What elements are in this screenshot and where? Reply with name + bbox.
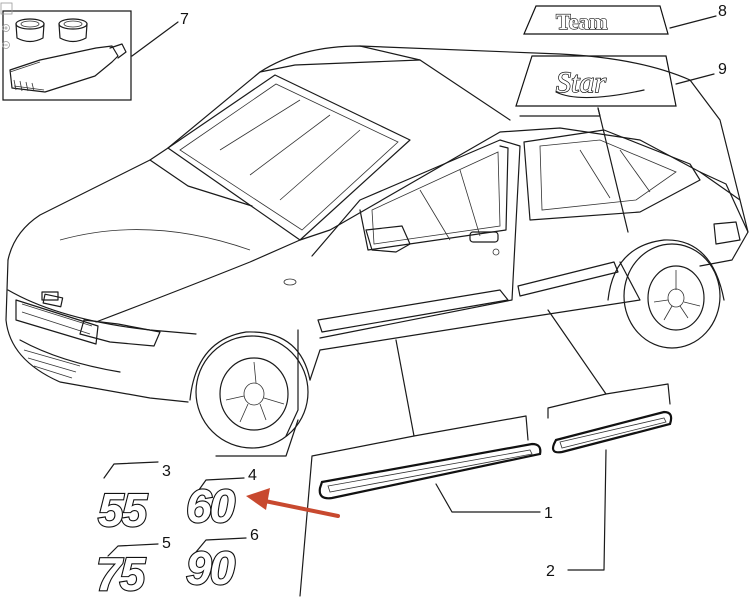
adhesive-kit-inset: [2, 10, 132, 101]
team-emblem-panel: Team: [523, 5, 669, 35]
side-moulding-short: [551, 410, 673, 454]
callout-6: 6: [250, 527, 259, 544]
car-illustration: [5, 45, 749, 449]
zoom-controls: [0, 2, 13, 49]
callout-4: 4: [248, 467, 257, 484]
callout-9: 9: [718, 61, 727, 78]
highlight-arrow: [246, 488, 340, 518]
callout-7: 7: [180, 11, 189, 28]
fit-icon[interactable]: [0, 2, 13, 15]
badge-90: 90: [186, 542, 236, 594]
zoom-out-icon[interactable]: [2, 41, 10, 49]
badge-55: 55: [98, 484, 149, 536]
team-emblem: Team: [556, 9, 608, 34]
leader-lines: [103, 15, 717, 597]
adhesive-cup-left: [15, 18, 45, 43]
side-moulding-long: [318, 442, 542, 500]
adhesive-tube: [9, 43, 127, 93]
callout-3: 3: [162, 463, 171, 480]
callout-1: 1: [544, 505, 553, 522]
badge-75: 75: [96, 548, 147, 600]
callout-8: 8: [718, 3, 727, 20]
zoom-in-icon[interactable]: [2, 24, 10, 32]
star-emblem: Star: [556, 66, 606, 99]
badge-60: 60: [186, 480, 236, 532]
adhesive-cup-right: [58, 18, 88, 43]
callout-2: 2: [546, 563, 555, 580]
grille-logo: [41, 291, 59, 301]
callout-5: 5: [162, 535, 171, 552]
star-emblem-panel: Star: [515, 55, 677, 107]
